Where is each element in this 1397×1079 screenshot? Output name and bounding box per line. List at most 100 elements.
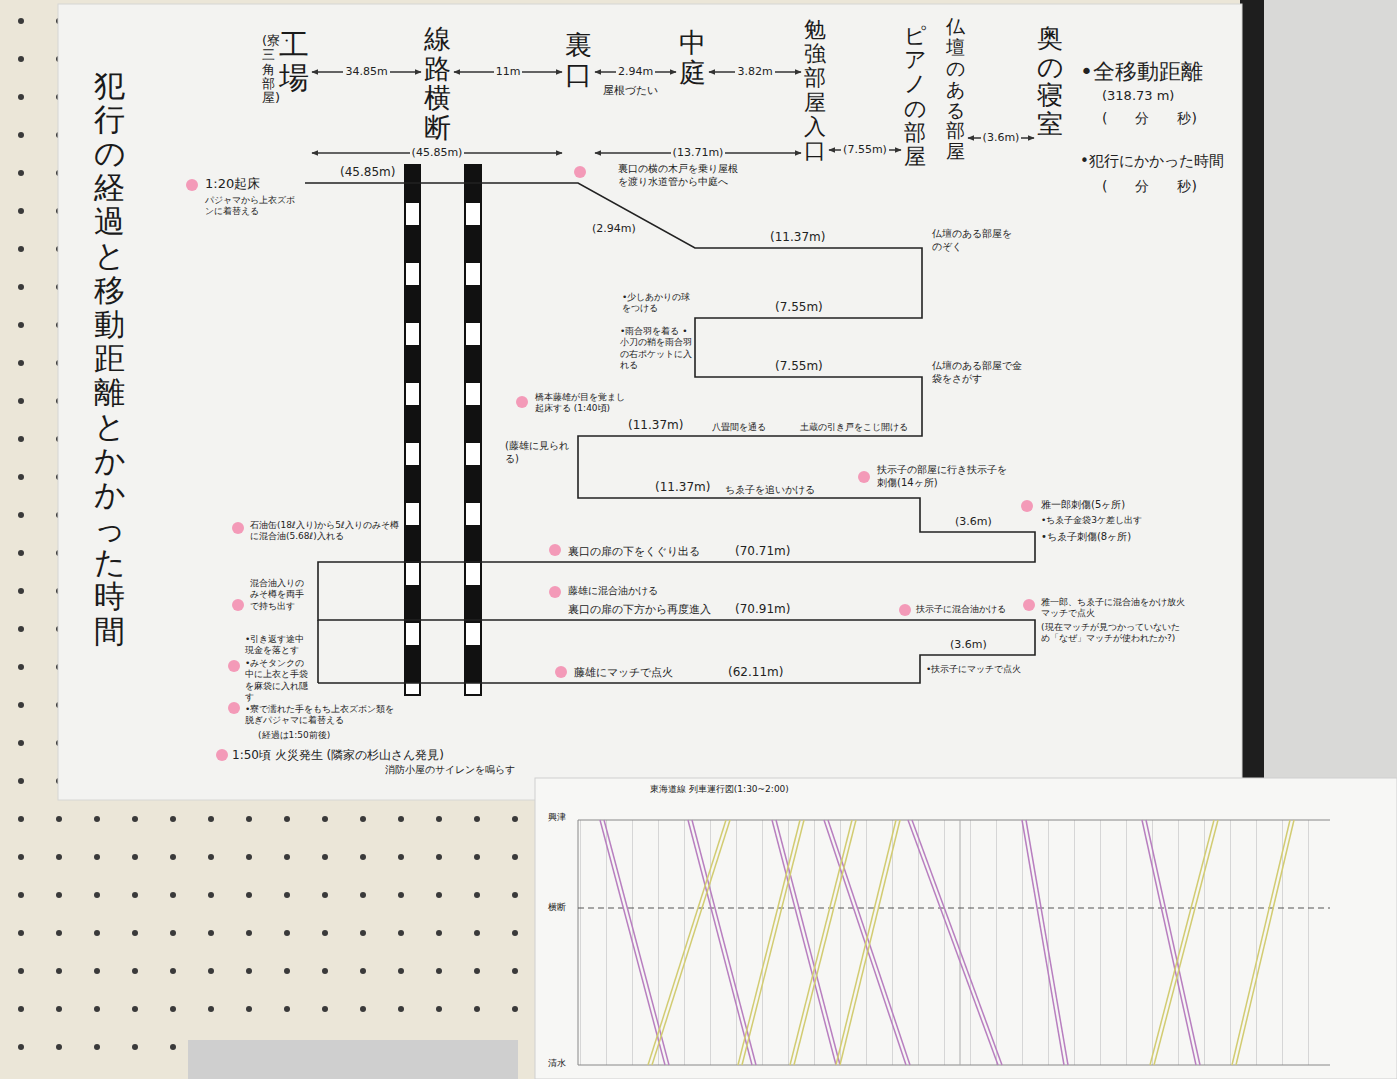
note-text: (経過は1:50前後) [258,730,330,741]
chart-title: 東海道線 列車運行図(1:30~2:00) [650,784,789,795]
location-heading: 裏口 [565,30,592,89]
note-text: 屋根づたい [603,84,658,98]
distance-label: (13.71m) [671,146,726,160]
distance-label: (7.55m) [841,143,889,157]
note-text: •引き返す途中 現金を落とす [245,634,313,657]
note-text: 藤雄にマッチで点火 [574,666,673,680]
distance-label: (7.55m) [775,359,823,374]
note-text: •ちゑ子刺傷(8ヶ所) [1041,531,1131,544]
rail-stripes [406,165,419,695]
train-lines-up [648,820,1294,1065]
location-name: 裏口 [565,30,592,89]
rail-stripes [466,165,480,695]
pink-dot [858,471,870,483]
note-text: 裏口の扉の下をくぐり出る [568,545,700,559]
chart-axis [578,820,579,1065]
train-chart [535,778,1397,1079]
distance-label: (2.94m) [592,222,636,236]
distance-label: (11.37m) [628,418,683,433]
axis-label: 清水 [548,1058,566,1069]
note-text: 扶示子の部屋に行き扶示子を刺傷(14ヶ所) [877,464,1007,489]
axis-label: 興津 [548,812,566,823]
pink-dot [574,166,586,178]
pink-dot [232,522,244,534]
note-text: •みそタンクの中に上衣と手袋を麻袋に入れ隠す [245,658,313,703]
ruler [188,1040,518,1079]
note-text: 藤雄に混合油かける [568,585,658,598]
note-text: •雨合羽を着る •小刀の鞘を雨合羽の右ポケットに入れる [620,326,692,371]
location-heading: 仏壇のある部屋 [946,16,965,162]
distance-label: (11.37m) [655,480,710,495]
location-name: 工場 [279,28,309,94]
chart-sheet [535,778,1397,1079]
distance-label: (3.6m) [981,131,1022,145]
pink-dot [555,666,567,678]
summary-value: ( 分 秒) [1102,178,1197,196]
rail-bar [405,165,420,695]
note-text: 扶示子に混合油かける [916,604,1006,615]
axis-label: 横断 [548,902,566,913]
pink-dot [186,179,198,191]
note-text: ちゑ子を追いかける [725,484,815,497]
summary-heading: •犯行にかかった時間 [1080,152,1224,171]
note-text: (藤雄に見られる) [505,440,573,465]
chart-grid [580,820,1330,1065]
summary-value: ( 分 秒) [1102,110,1197,128]
location-heading: 工場 (寮・三角部屋) [262,28,309,105]
distance-label: 34.85m [343,65,389,79]
location-heading: 勉強部屋入口 [804,18,826,163]
time-note: 1:20起床 [205,176,260,192]
note-text: (現在マッチが見つかっていないため「なぜ」マッチが使われたか?) [1041,622,1186,645]
location-heading: 中庭 [679,28,706,87]
distance-label: 2.94m [616,65,655,79]
note-text: •ちゑ子金袋3ケ差し出す [1041,515,1142,526]
distance-label: 3.82m [735,65,774,79]
location-name: 勉強部屋入口 [804,18,826,163]
pink-dot [1023,599,1035,611]
location-name: ピアノの部屋 [904,24,926,169]
distance-label: (11.37m) [770,230,825,245]
distance-label: (3.6m) [955,515,992,529]
distance-label: 11m [494,65,523,79]
chart-divider [960,820,961,1065]
location-note: (寮・三角部屋) [262,34,275,105]
note-text: 雅一郎、ちゑ子に混合油をかけ放火 マッチで点火 [1041,597,1186,620]
note-text: 裏口の扉の下方から再度進入 [568,603,711,617]
note-text: •少しあかりの球をつける [622,292,692,315]
location-name: 奥の寝室 [1037,24,1063,138]
page-title: 犯行の経過と移動距離とかかった時間 [94,68,125,648]
pink-dot [899,604,911,616]
location-name: 仏壇のある部屋 [946,16,965,162]
distance-label: (70.91m) [735,602,790,617]
summary-heading: •全移動距離 [1080,58,1203,86]
note-text: 雅一郎刺傷(5ヶ所) [1041,499,1125,512]
crossing-line [578,908,1330,909]
route-line [317,620,319,683]
note-text: 仏壇のある部屋で金袋をさがす [932,360,1022,385]
pink-dot [228,702,240,714]
wall [1262,0,1397,790]
pink-dot [549,544,561,556]
note-text: 仏壇のある部屋をのぞく [932,228,1017,253]
frame [1240,0,1264,790]
train-lines-down [600,820,1200,1065]
location-heading: 奥の寝室 [1037,24,1063,138]
summary-value: (318.73 m) [1102,88,1174,104]
pink-dot [228,660,240,672]
note-text: パジャマから上衣ズボンに着替える [205,195,300,218]
rail-bar [465,165,481,695]
location-name: 線路横断 [424,24,451,143]
note-text: 混合油入りのみそ樽を両手で持ち出す [250,578,312,612]
note-text: 土蔵の引き戸をこじ開ける [800,422,908,433]
paper-sheet [58,4,1242,800]
location-heading: 線路横断 [424,24,451,143]
railway-track [405,165,481,695]
pink-dots [186,166,1035,761]
distance-label: (62.11m) [728,665,783,680]
distance-label: (7.55m) [775,300,823,315]
distance-label: (45.85m) [410,146,465,160]
pink-dot [516,396,528,408]
time-note: 1:50頃 火災発生 (隣家の杉山さん発見) [232,748,444,763]
